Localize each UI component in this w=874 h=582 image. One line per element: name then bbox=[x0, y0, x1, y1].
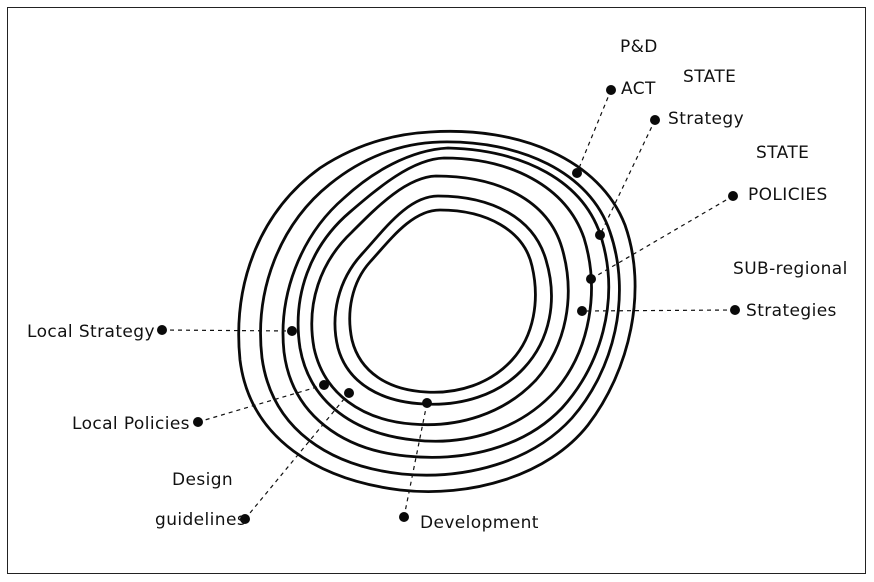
dot-design-guidelines-label bbox=[240, 514, 250, 524]
leader-design-guidelines bbox=[244, 392, 350, 520]
dot-local-strategy-ring bbox=[287, 326, 297, 336]
dot-design-guidelines-ring bbox=[344, 388, 354, 398]
label-sub-regional-line1: SUB-regional bbox=[733, 259, 848, 279]
leader-state-strategy bbox=[599, 119, 656, 236]
dot-sub-regional-ring bbox=[577, 306, 587, 316]
dot-pd-act-ring bbox=[572, 168, 582, 178]
ring-state-policies bbox=[281, 146, 610, 459]
label-development: Development bbox=[420, 513, 539, 533]
dot-state-strategy-label bbox=[650, 115, 660, 125]
label-local-strategy: Local Strategy bbox=[27, 322, 155, 342]
leader-pd-act bbox=[576, 89, 612, 174]
dots-group bbox=[157, 85, 740, 524]
label-state-strategy-line1: STATE bbox=[683, 67, 736, 87]
leader-development bbox=[403, 402, 428, 518]
label-state-strategy-line2: Strategy bbox=[668, 109, 744, 129]
leader-state-policies bbox=[590, 195, 734, 280]
ring-design-guidelines bbox=[348, 208, 537, 394]
label-design-guidelines-line2: guidelines bbox=[155, 510, 246, 530]
dot-pd-act-label bbox=[606, 85, 616, 95]
labels-group: P&D ACT STATE Strategy STATE POLICIES SU… bbox=[27, 37, 848, 533]
ring-state-strategy bbox=[259, 140, 621, 477]
ring-local-policies bbox=[333, 194, 553, 406]
label-state-policies-line2: POLICIES bbox=[748, 185, 828, 205]
dot-state-policies-ring bbox=[586, 274, 596, 284]
dot-local-strategy-label bbox=[157, 325, 167, 335]
ring-pd-act bbox=[237, 129, 637, 494]
dot-development-ring bbox=[422, 398, 432, 408]
leader-sub-regional bbox=[581, 309, 736, 312]
dot-state-strategy-ring bbox=[595, 230, 605, 240]
ring-sub-regional bbox=[296, 156, 593, 443]
leader-local-policies bbox=[197, 384, 325, 423]
leader-local-strategy bbox=[161, 329, 293, 332]
dot-sub-regional-label bbox=[730, 305, 740, 315]
dot-local-policies-ring bbox=[319, 380, 329, 390]
label-local-policies: Local Policies bbox=[72, 414, 190, 434]
diagram-frame bbox=[7, 7, 866, 574]
label-state-policies-line1: STATE bbox=[756, 143, 809, 163]
dot-state-policies-label bbox=[728, 191, 738, 201]
label-design-guidelines-line1: Design bbox=[172, 470, 233, 490]
label-pd-act-line1: P&D bbox=[620, 37, 658, 57]
label-pd-act-line2: ACT bbox=[621, 79, 656, 99]
rings-group bbox=[237, 129, 637, 494]
label-sub-regional-line2: Strategies bbox=[746, 301, 837, 321]
ring-local-strategy bbox=[310, 174, 570, 427]
leaders-group bbox=[161, 89, 736, 520]
dot-local-policies-label bbox=[193, 417, 203, 427]
dot-development-label bbox=[399, 512, 409, 522]
